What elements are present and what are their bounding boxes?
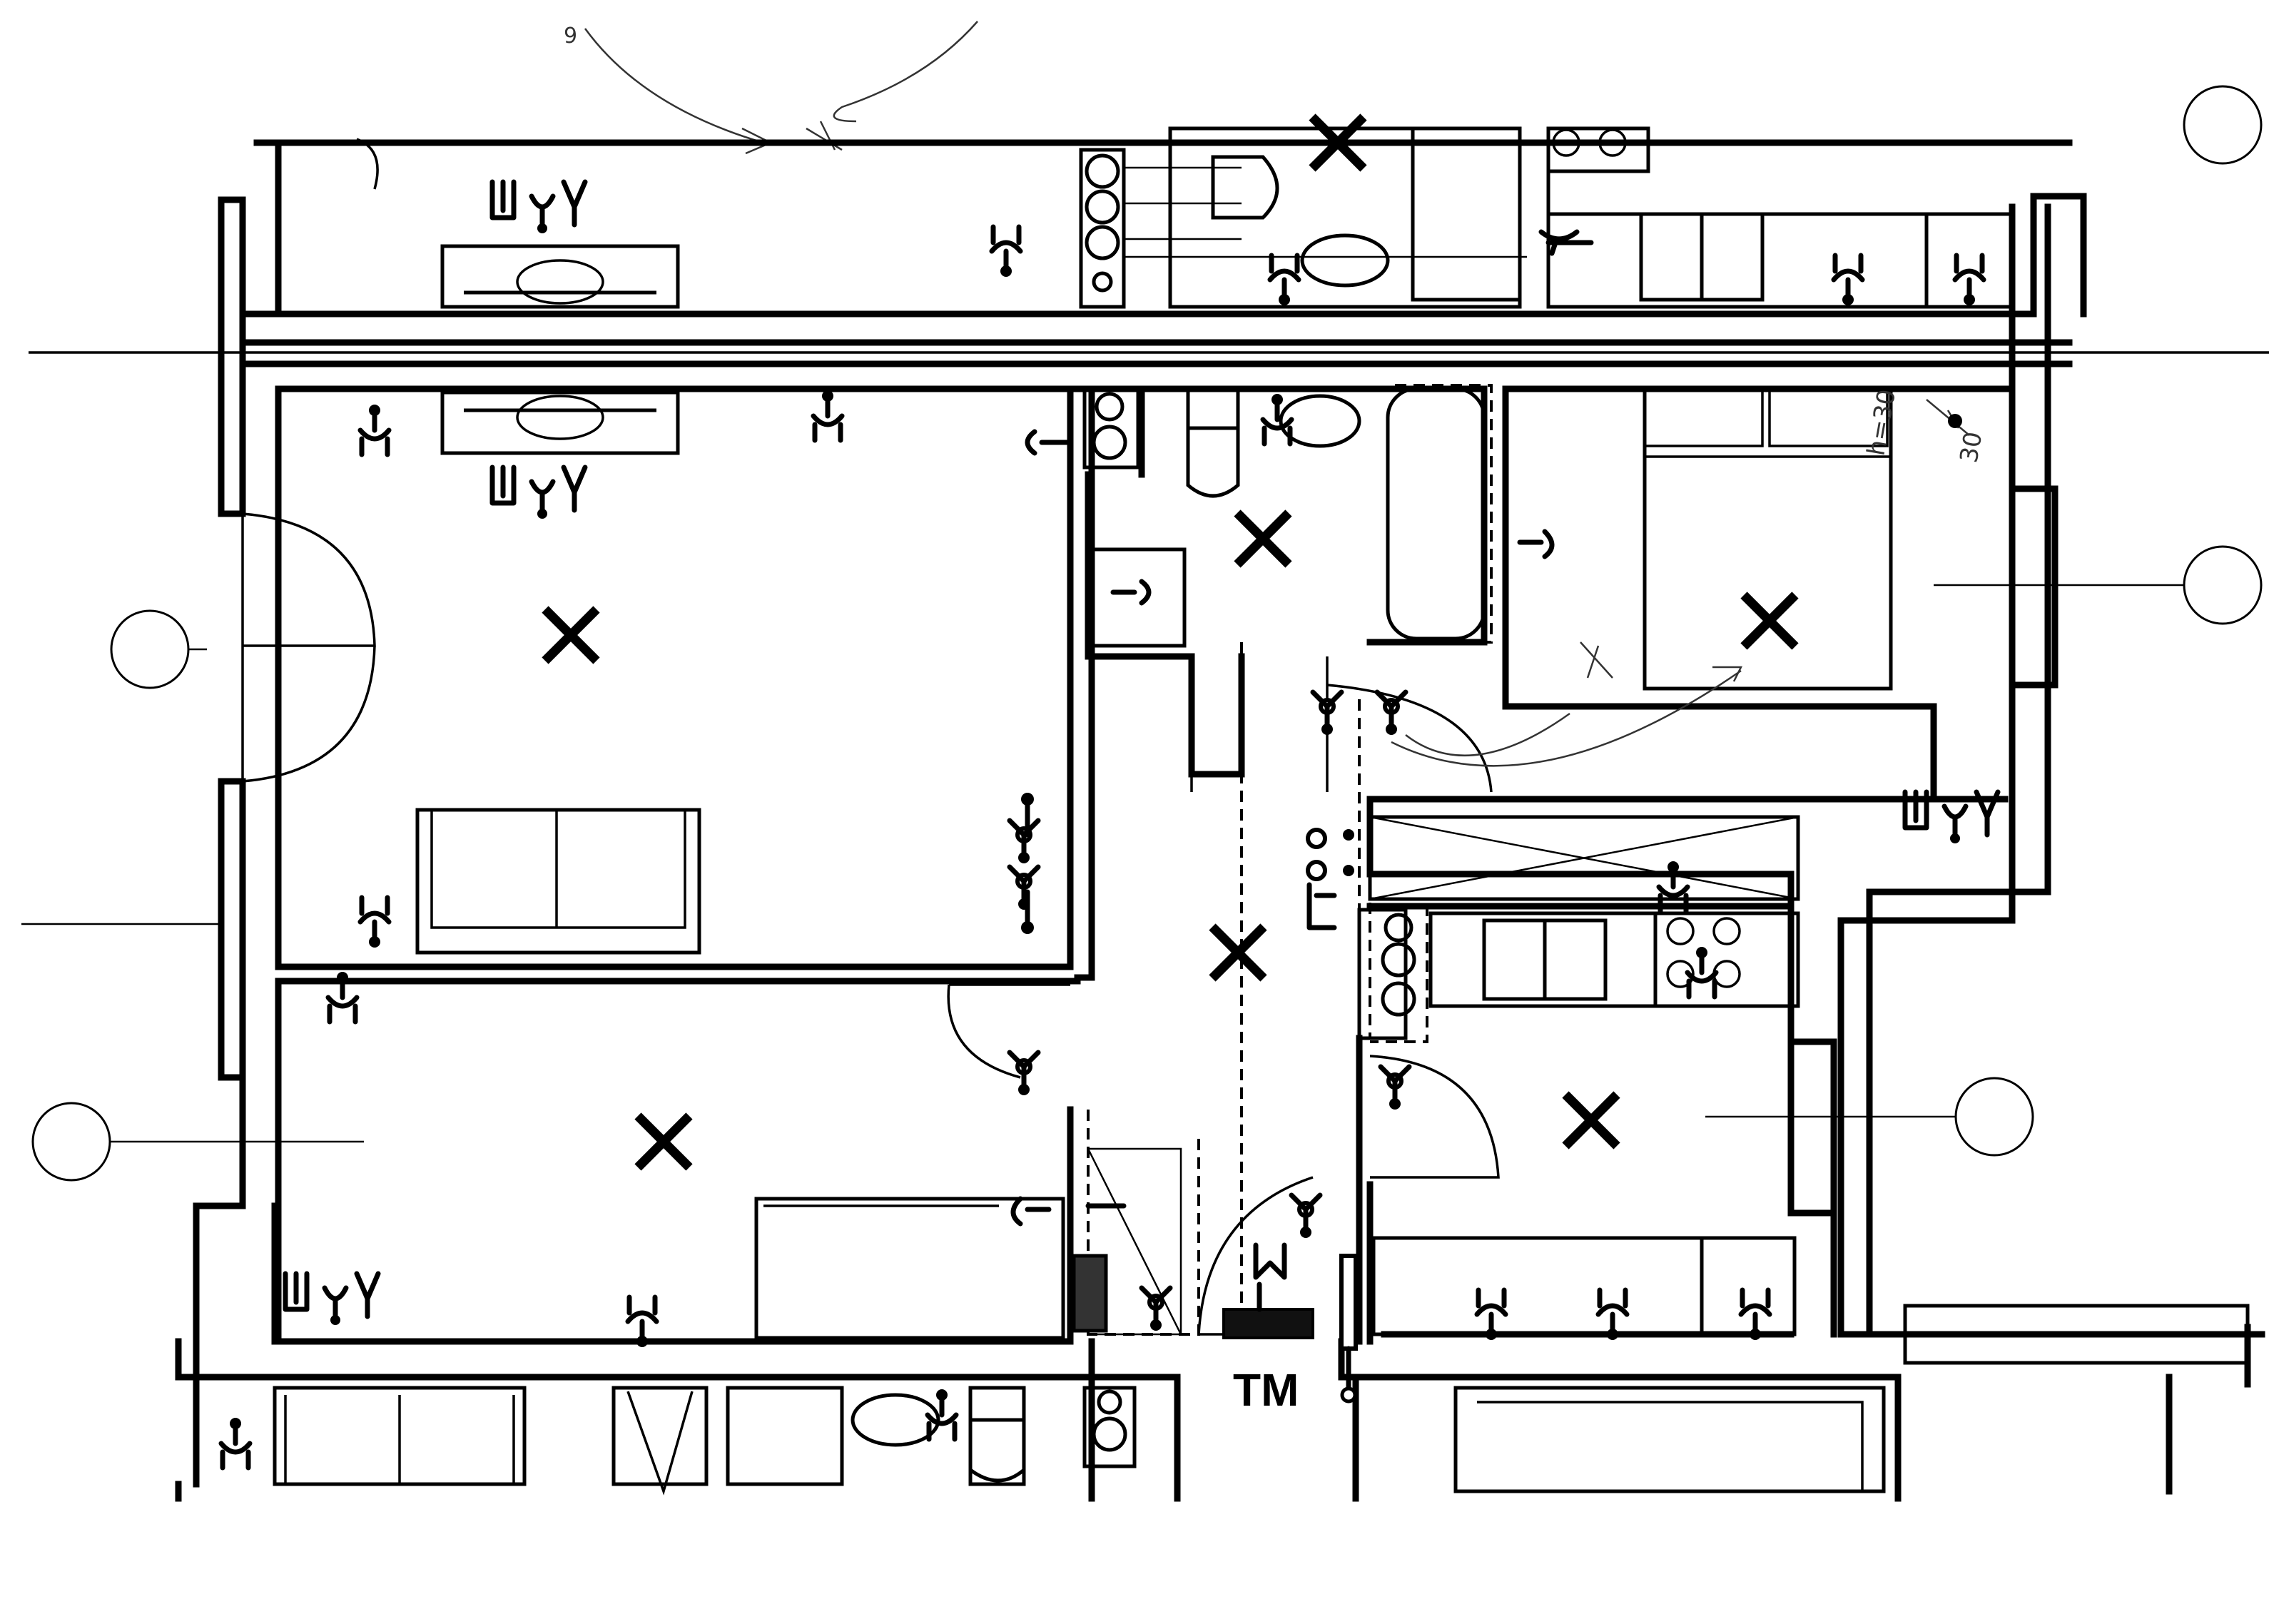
pencil-arc [1391,666,1743,767]
exterior-walls [175,139,2265,1502]
socket-icon [221,1418,250,1468]
interior-walls [275,385,2016,1345]
meter-box [1010,1196,1358,1404]
socket-icon [1270,255,1299,305]
height-note-2: 30 [1954,430,1988,465]
meter-label: TM [1233,1364,1299,1416]
tv-data-socket-icon [492,182,585,233]
ceiling-light-icon [1565,1095,1617,1146]
lamp-circle-icon [110,609,190,689]
wall-lamps [21,85,2263,1182]
pencil-cross [1580,641,1613,679]
corridor-wall [239,339,2073,367]
socket-icon [813,390,842,440]
switch-icon [1010,1052,1038,1095]
tv-data-socket-icon [285,1274,378,1325]
ceiling-light-icon [545,609,597,661]
sockets [221,227,1984,1468]
lamp-circle-icon [2183,545,2263,625]
switch-icon [1291,1195,1320,1238]
socket-icon [360,898,389,948]
lamp-circle-icon [31,1102,111,1182]
switch-icon [1313,692,1341,735]
furniture [273,126,2250,1496]
doors [241,138,1500,1336]
switch-icon [1377,692,1406,735]
switch-icon [1010,867,1038,910]
ceiling-light-icon [1237,513,1289,564]
ceiling-light-icon [1744,595,1795,646]
tv-data-socket-icon [492,467,585,519]
kitchen-dashed-line [1370,905,1428,1043]
pencil-mark: 9 [564,24,577,49]
socket-icon [360,405,389,455]
socket-icon [1834,255,1862,305]
bath-dashed-line [1395,384,1493,644]
socket-icon [1955,255,1984,305]
height-note: h=30 [1862,387,1902,458]
switch-icon [1010,821,1038,863]
socket-icon [992,227,1020,277]
lamp-circle-icon [1954,1077,2034,1157]
switch-icon [1381,1067,1409,1110]
pencil-tick [1926,399,1970,436]
switch-icon [1142,1288,1170,1331]
pencil-sketch [584,21,978,155]
ceiling-light-icon [1212,927,1264,978]
corridor-dashed-line [1069,642,1371,1336]
ceiling-light-icon [638,1116,689,1167]
switches [1010,692,1409,1331]
